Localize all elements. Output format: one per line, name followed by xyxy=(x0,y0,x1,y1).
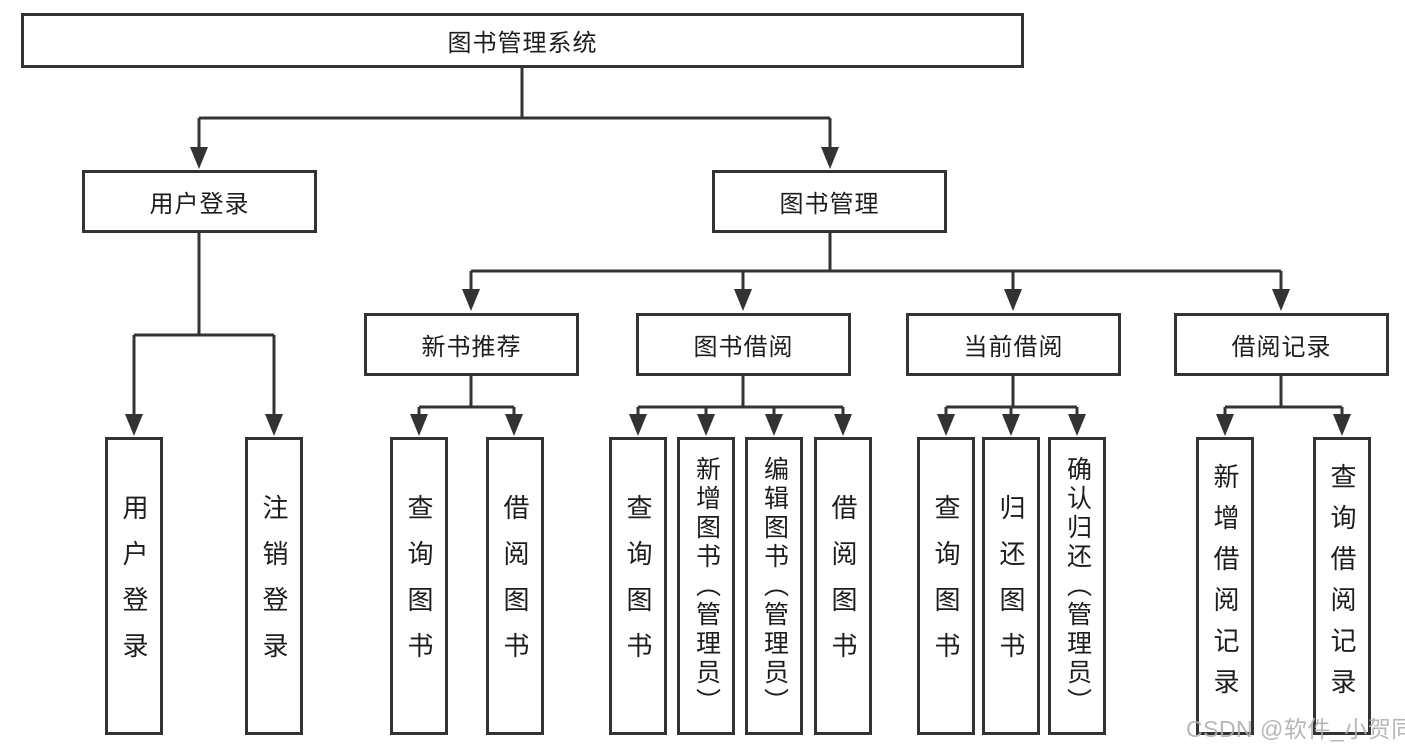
leaf-label: 编辑图书（管理员） xyxy=(760,455,789,717)
arrow-down-icon xyxy=(265,414,283,436)
node-label: 图书借阅 xyxy=(693,334,794,361)
leaf-add-book-admin: 新增图书（管理员） xyxy=(677,437,735,735)
arrow-down-icon xyxy=(410,414,428,436)
arrow-down-icon xyxy=(125,414,143,436)
arrow-down-icon xyxy=(462,289,480,311)
node-current-borrowing: 当前借阅 xyxy=(906,313,1121,376)
arrow-down-icon xyxy=(190,147,208,169)
arrow-down-icon xyxy=(1216,414,1234,436)
arrow-down-icon xyxy=(937,414,955,436)
arrow-down-icon xyxy=(697,414,715,436)
node-label: 图书管理 xyxy=(779,191,880,218)
leaf-label: 查询图书 xyxy=(404,494,434,678)
arrow-down-icon xyxy=(821,147,839,169)
leaf-confirm-return-admin: 确认归还（管理员） xyxy=(1048,437,1106,735)
arrow-down-icon xyxy=(1002,414,1020,436)
arrow-down-icon xyxy=(629,414,647,436)
leaf-logout: 注销登录 xyxy=(245,437,303,735)
leaf-add-borrow-record: 新增借阅记录 xyxy=(1196,437,1254,735)
leaf-label: 查询图书 xyxy=(623,494,653,678)
arrow-down-icon xyxy=(1004,289,1022,311)
leaf-user-login: 用户登录 xyxy=(105,437,163,735)
leaf-return-books: 归还图书 xyxy=(982,437,1040,735)
leaf-query-books-borrow: 查询图书 xyxy=(609,437,667,735)
node-new-book-recommend: 新书推荐 xyxy=(364,313,579,376)
arrow-down-icon xyxy=(505,414,523,436)
leaf-label: 归还图书 xyxy=(996,494,1026,678)
leaf-label: 新增图书（管理员） xyxy=(692,455,721,717)
arrow-down-icon xyxy=(734,289,752,311)
leaf-label: 用户登录 xyxy=(119,494,149,678)
leaf-label: 查询图书 xyxy=(931,494,961,678)
leaf-label: 注销登录 xyxy=(259,494,289,678)
leaf-label: 借阅图书 xyxy=(828,494,858,678)
node-library-system: 图书管理系统 xyxy=(21,13,1024,68)
leaf-label: 确认归还（管理员） xyxy=(1063,455,1092,717)
arrow-down-icon xyxy=(1272,289,1290,311)
csdn-watermark: CSDN @软件_小贺同学 xyxy=(1186,716,1405,742)
leaf-query-books-recommend: 查询图书 xyxy=(390,437,448,735)
node-book-borrowing: 图书借阅 xyxy=(636,313,851,376)
leaf-borrow-books: 借阅图书 xyxy=(814,437,872,735)
arrow-down-icon xyxy=(1068,414,1086,436)
node-label: 当前借阅 xyxy=(963,334,1064,361)
arrow-down-icon xyxy=(834,414,852,436)
node-borrow-records: 借阅记录 xyxy=(1174,313,1389,376)
leaf-edit-book-admin: 编辑图书（管理员） xyxy=(745,437,803,735)
arrow-down-icon xyxy=(1333,414,1351,436)
leaf-label: 借阅图书 xyxy=(500,494,530,678)
leaf-label: 查询借阅记录 xyxy=(1327,463,1357,709)
node-book-management: 图书管理 xyxy=(712,170,947,233)
arrow-down-icon xyxy=(765,414,783,436)
leaf-query-books-current: 查询图书 xyxy=(917,437,975,735)
node-user-login: 用户登录 xyxy=(82,170,317,233)
node-label: 新书推荐 xyxy=(421,334,522,361)
node-label: 图书管理系统 xyxy=(447,30,598,57)
node-label: 借阅记录 xyxy=(1231,334,1332,361)
leaf-query-borrow-record: 查询借阅记录 xyxy=(1313,437,1371,735)
leaf-borrow-books-recommend: 借阅图书 xyxy=(486,437,544,735)
node-label: 用户登录 xyxy=(149,191,250,218)
leaf-label: 新增借阅记录 xyxy=(1210,463,1240,709)
